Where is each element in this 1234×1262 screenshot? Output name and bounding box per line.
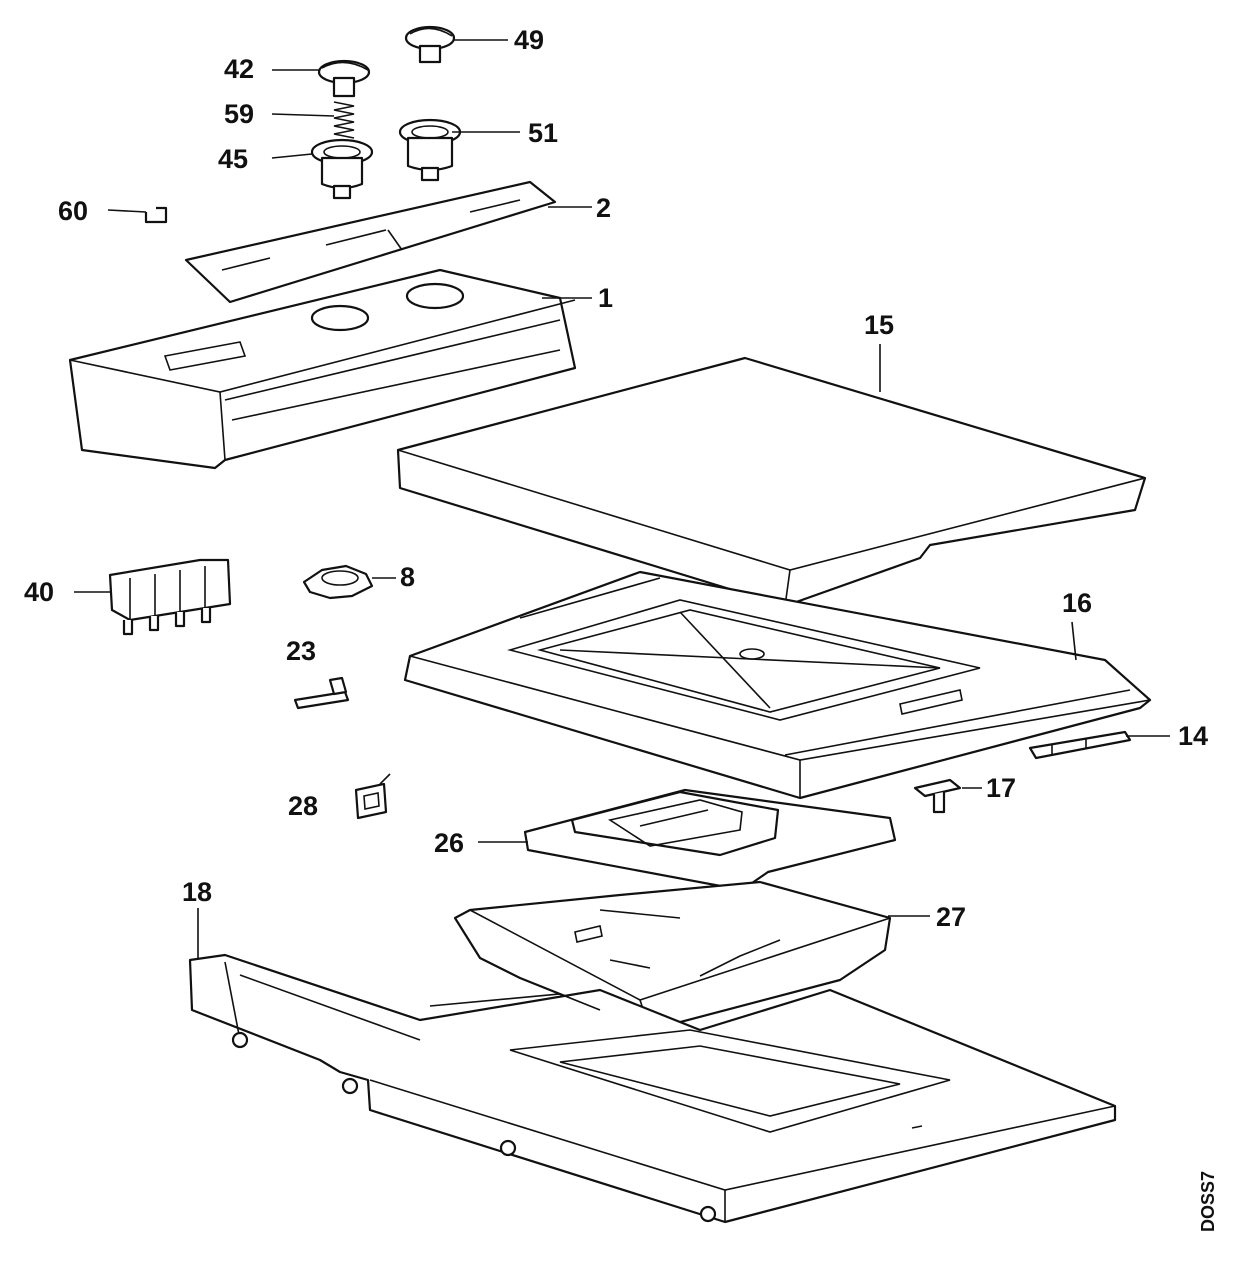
knob-42 xyxy=(317,59,371,98)
drawing-code: DOSS7 xyxy=(1198,1171,1218,1232)
pin-23 xyxy=(293,676,350,710)
lid-15 xyxy=(396,356,1147,608)
label-59: 59 xyxy=(224,99,254,129)
catch-17 xyxy=(913,778,962,814)
hinge-bar-14 xyxy=(1028,730,1132,760)
knob-base-45 xyxy=(310,138,374,200)
label-51: 51 xyxy=(528,118,558,148)
label-60: 60 xyxy=(58,196,88,226)
label-17: 17 xyxy=(986,773,1016,803)
tray-26 xyxy=(523,788,897,892)
label-18: 18 xyxy=(182,877,212,907)
clip-28 xyxy=(354,773,391,820)
label-42: 42 xyxy=(224,54,254,84)
label-23: 23 xyxy=(286,636,316,666)
label-15: 15 xyxy=(864,310,894,340)
label-1: 1 xyxy=(598,283,613,313)
spring-59 xyxy=(333,101,355,139)
cam-8 xyxy=(302,564,374,600)
control-panel-1 xyxy=(68,268,577,470)
label-2: 2 xyxy=(596,193,611,223)
label-40: 40 xyxy=(24,577,54,607)
clip-60 xyxy=(144,206,168,224)
label-8: 8 xyxy=(400,562,415,592)
label-28: 28 xyxy=(288,791,318,821)
label-27: 27 xyxy=(936,902,966,932)
label-45: 45 xyxy=(218,144,248,174)
base-18 xyxy=(188,953,1117,1224)
label-26: 26 xyxy=(434,828,464,858)
label-49: 49 xyxy=(514,25,544,55)
part-labels: 49 42 59 51 45 60 2 1 15 40 8 16 23 14 1… xyxy=(24,25,1208,932)
switch-block-40 xyxy=(108,558,232,636)
leader-lines xyxy=(74,39,1170,958)
knob-49 xyxy=(404,25,456,64)
label-14: 14 xyxy=(1178,721,1208,751)
panel-strip-2 xyxy=(184,180,557,304)
knob-base-51 xyxy=(398,118,462,182)
top-frame-16 xyxy=(403,570,1152,800)
drawer-27 xyxy=(453,880,892,1032)
label-16: 16 xyxy=(1062,588,1092,618)
